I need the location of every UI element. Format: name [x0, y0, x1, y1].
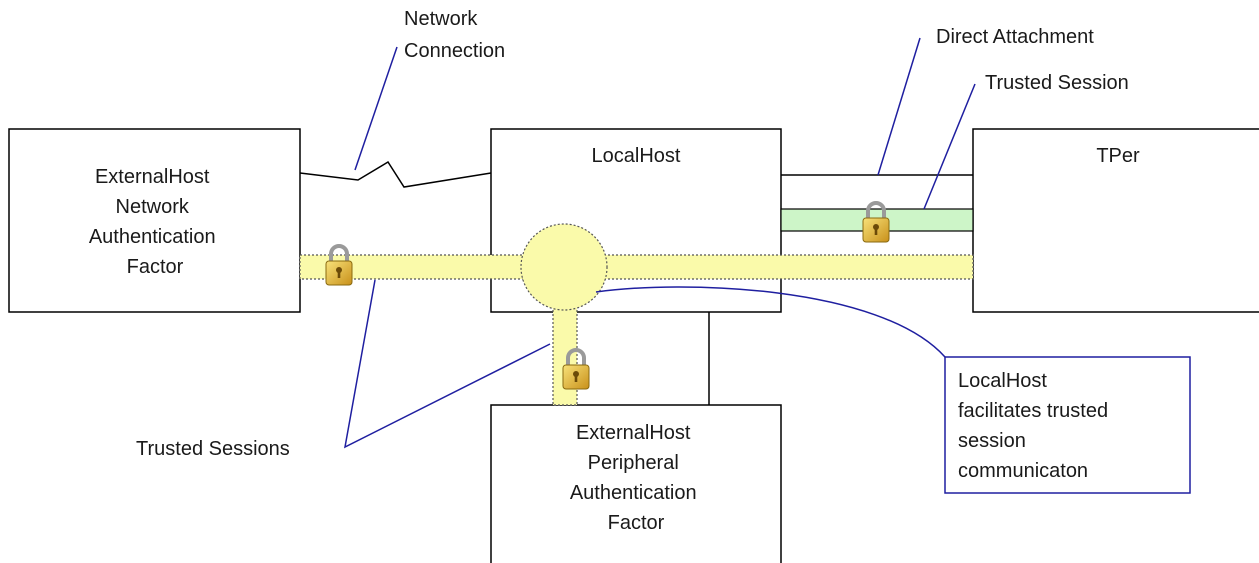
- localhost-hub: [520, 223, 608, 311]
- network-connection-label: Network Connection: [404, 8, 505, 62]
- trusted-session-label: Trusted Session: [985, 72, 1129, 94]
- lock-icon: [324, 244, 354, 287]
- tper-box: [972, 128, 1259, 313]
- local-host-label: LocalHost: [592, 145, 681, 167]
- tper-trusted-session-pipe: [599, 254, 974, 280]
- trusted-sessions-callout: [343, 279, 551, 449]
- localhost-note-callout: [595, 286, 946, 358]
- direct-attachment-label: Direct Attachment: [936, 26, 1094, 48]
- trusted-session-callout: [923, 83, 976, 210]
- network-connection-callout: [354, 46, 398, 171]
- external-host-network-box: [8, 128, 301, 313]
- tper-label: TPer: [1096, 145, 1140, 167]
- localhost-note-text: LocalHost facilitates trusted session co…: [958, 370, 1114, 482]
- external-host-peripheral-label: ExternalHost Peripheral Authentication F…: [570, 422, 702, 534]
- external-host-network-label: ExternalHost Network Authentication Fact…: [89, 166, 221, 278]
- network-connection-line: [299, 160, 492, 188]
- trusted-sessions-label: Trusted Sessions: [136, 438, 290, 460]
- localhost-note-box: [944, 356, 1191, 494]
- external-host-peripheral-box: [490, 404, 782, 563]
- direct-attachment-callout: [877, 37, 921, 176]
